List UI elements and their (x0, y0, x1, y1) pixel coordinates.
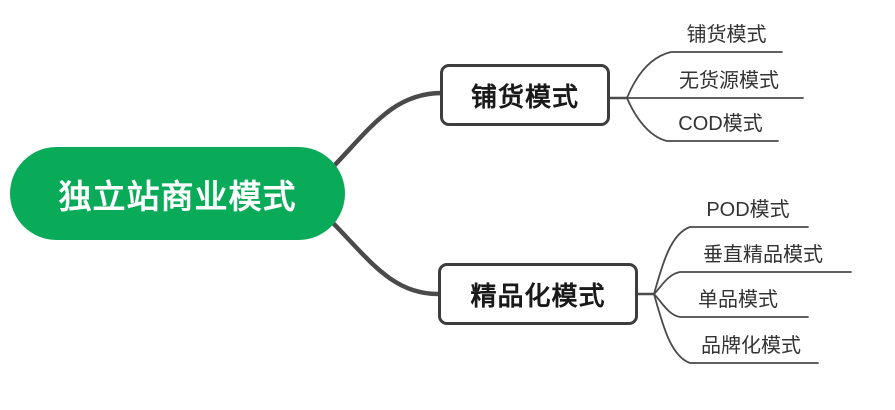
root-topic-label: 独立站商业模式 (58, 177, 297, 215)
connector-branch-2-leaf-1 (653, 226, 809, 295)
leaf-node-pinpaihua-moshi[interactable]: 品牌化模式 (701, 335, 801, 357)
root-topic-node[interactable]: 独立站商业模式 (10, 147, 345, 240)
branch-node-puhuo[interactable]: 铺货模式 (440, 64, 610, 126)
leaf-node-puhuo-moshi[interactable]: 铺货模式 (686, 24, 767, 46)
connector-branch-1-leaf-1 (626, 51, 783, 99)
leaf-node-chuizhi-jingpin-moshi[interactable]: 垂直精品模式 (703, 244, 823, 266)
connector-branch-2-leaf-4 (653, 293, 819, 364)
branch-node-jingpinhua[interactable]: 精品化模式 (438, 263, 638, 325)
branch-node-label: 精品化模式 (470, 280, 606, 311)
connector-branch-1-leaf-3 (626, 97, 779, 142)
branch-node-label: 铺货模式 (470, 81, 579, 112)
connector-branch-2-leaf-2 (653, 271, 852, 295)
leaf-node-danpin-moshi[interactable]: 单品模式 (698, 289, 778, 311)
connector-branch-2-leaf-3 (653, 293, 809, 318)
leaf-node-cod-moshi[interactable]: COD模式 (678, 113, 763, 135)
leaf-node-pod-moshi[interactable]: POD模式 (706, 199, 790, 221)
leaf-node-wuhuoyuan-moshi[interactable]: 无货源模式 (679, 70, 779, 92)
